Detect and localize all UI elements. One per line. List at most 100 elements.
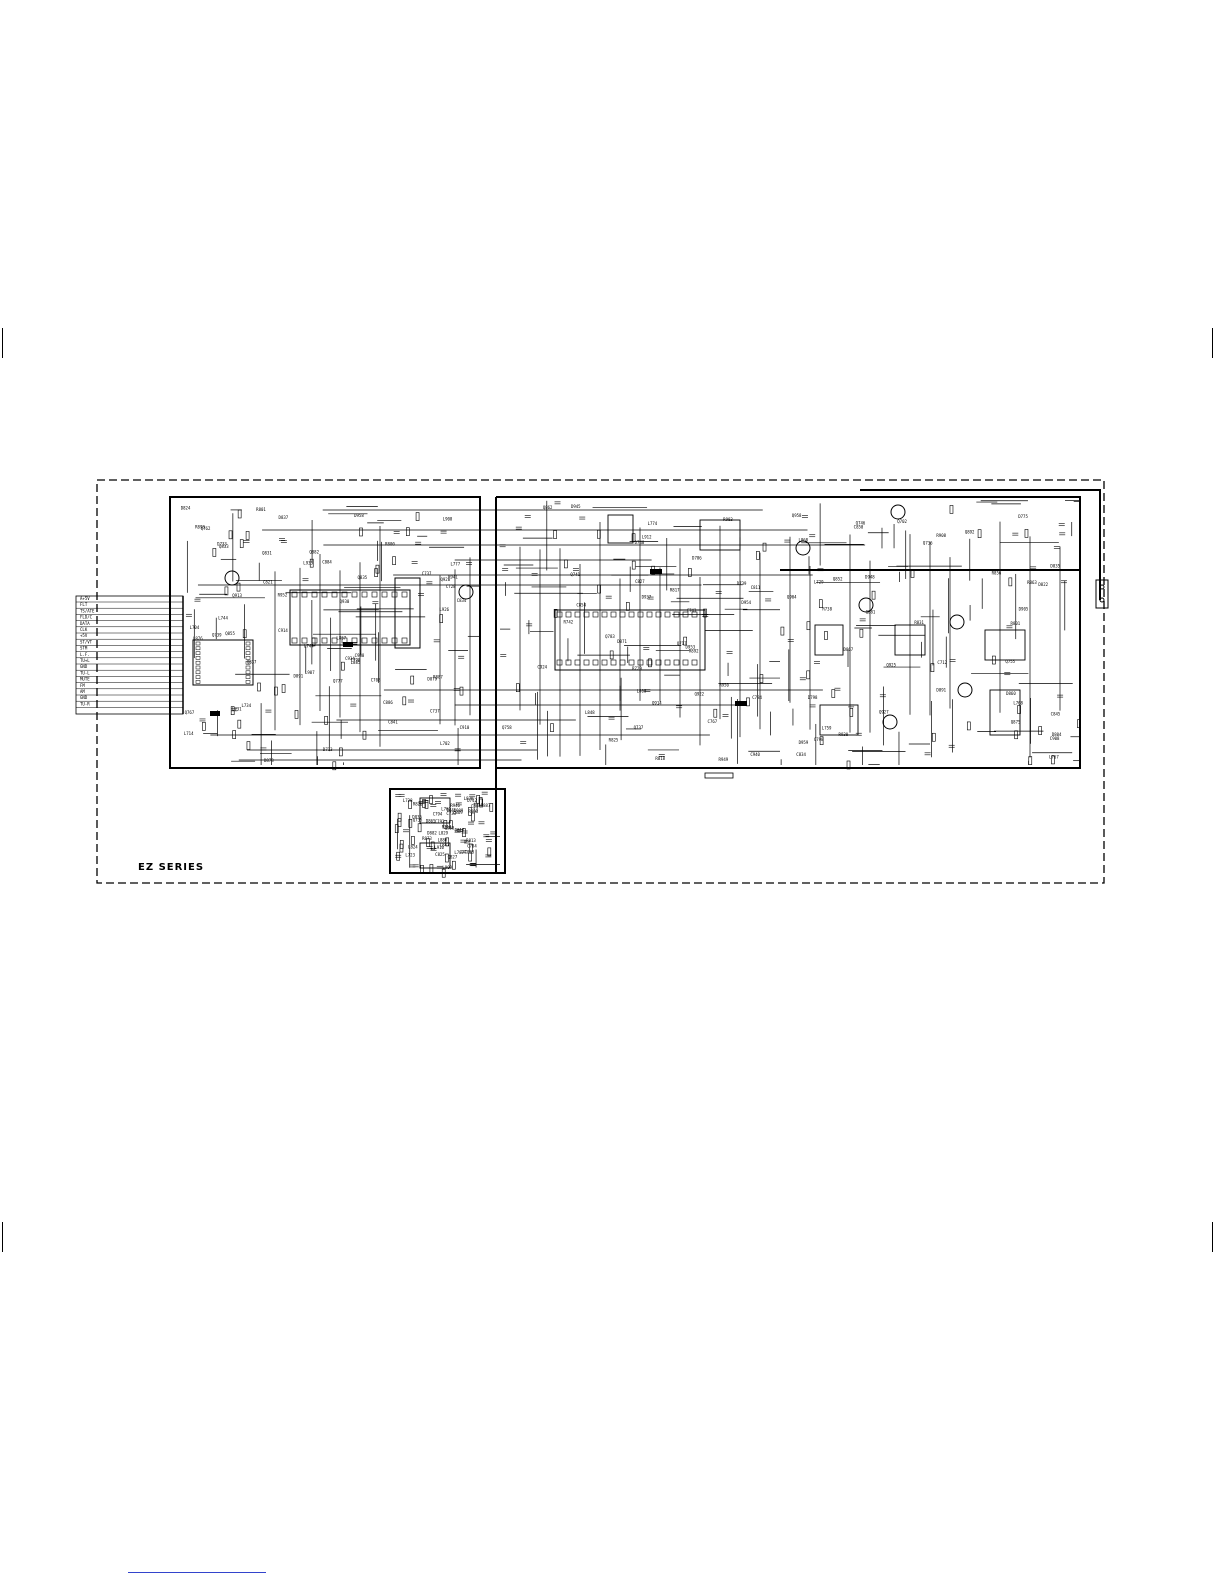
- connector-pin-label: TU-R: [80, 701, 90, 706]
- designator-label: L868: [798, 537, 808, 542]
- designator-label: C811: [751, 585, 761, 590]
- designator-label: L848: [585, 710, 595, 715]
- designator-label: Q881: [866, 610, 876, 615]
- designator-label: C924: [537, 664, 547, 669]
- designator-label: Q882: [309, 549, 319, 554]
- designator-label: C798: [814, 737, 824, 742]
- designator-label: D742: [467, 798, 477, 803]
- designator-label: D953: [686, 644, 696, 649]
- designator-label: C794: [433, 812, 443, 817]
- designator-label: R825: [609, 737, 619, 742]
- connector-pin-label: FLT: [80, 602, 88, 607]
- designator-label: L800: [637, 689, 647, 694]
- designator-label: L824: [408, 844, 418, 849]
- designator-label: L714: [184, 731, 194, 736]
- designator-label: L908: [443, 516, 453, 521]
- designator-label: C908: [1050, 736, 1060, 741]
- designator-label: L910: [434, 845, 444, 850]
- designator-label: C847: [440, 843, 450, 848]
- designator-label: Q758: [502, 725, 512, 730]
- designator-label: Q913: [232, 593, 242, 598]
- connector-pin-label: TU+L: [80, 658, 90, 663]
- connector-pin-label: FM: [80, 683, 85, 688]
- designator-label: L829: [438, 831, 448, 836]
- ic-lc-body: [289, 589, 411, 646]
- designator-label: L731: [232, 706, 242, 711]
- designator-label: L787: [454, 850, 464, 855]
- designator-label: L885: [351, 660, 361, 665]
- designator-label: Q852: [833, 576, 843, 581]
- board-outline: [96, 479, 1105, 884]
- designator-label: L734: [241, 703, 251, 708]
- designator-label: Q846: [447, 808, 457, 813]
- designator-label: D824: [181, 506, 191, 511]
- designator-label: C825: [435, 852, 445, 857]
- designator-label: D775: [1018, 514, 1028, 519]
- designator-label: Q835: [358, 575, 368, 580]
- designator-label: Q831: [262, 550, 272, 555]
- designator-label: R826: [413, 802, 423, 807]
- designator-label: L744: [218, 616, 228, 621]
- designator-label: C792: [435, 819, 445, 824]
- designator-label: L869: [453, 810, 463, 815]
- designator-label: D786: [692, 556, 702, 561]
- designator-label: R856: [992, 570, 1002, 575]
- designator-label: C827: [635, 579, 645, 584]
- designator-label: C804: [471, 803, 481, 808]
- designator-label: D860: [1006, 691, 1016, 696]
- designator-label: Q702: [897, 519, 907, 524]
- series-label: EZ SERIES: [138, 862, 204, 873]
- designator-label: C798: [351, 658, 361, 663]
- designator-label: C883: [465, 849, 475, 854]
- designator-label: C767: [708, 719, 718, 724]
- designator-label: D959: [799, 740, 809, 745]
- designator-label: L729: [814, 580, 824, 585]
- designator-label: C834: [457, 598, 467, 603]
- designator-label: D948: [865, 575, 875, 580]
- designator-label: Q767: [185, 710, 195, 715]
- designator-label: L839: [464, 796, 474, 801]
- designator-label: Q739: [212, 632, 222, 637]
- designator-label: Q783: [605, 634, 615, 639]
- designator-label: D945: [571, 504, 581, 509]
- component-designators: L800R950C733Q882L704C884Q739L848L912Q914…: [181, 504, 1062, 870]
- connector-pin-label: +5V: [80, 633, 88, 638]
- designator-label: C940: [750, 752, 760, 757]
- designator-label: Q777: [333, 678, 343, 683]
- designator-label: C733: [446, 811, 456, 816]
- designator-label: Q736: [923, 540, 933, 545]
- passive-components: [185, 501, 1081, 878]
- designator-label: R898: [195, 525, 205, 530]
- ic-pins: [195, 591, 698, 684]
- designator-label: C737: [430, 709, 440, 714]
- designator-label: R903: [469, 809, 479, 814]
- crop-mark-top-left: [2, 328, 3, 358]
- designator-label: D816: [455, 827, 465, 832]
- designator-label: L702: [440, 741, 450, 746]
- designator-label: D865: [426, 818, 436, 823]
- designator-label: D879: [427, 677, 437, 682]
- designator-label: L867: [336, 635, 346, 640]
- designator-label: R738: [822, 606, 832, 611]
- designator-label: D822: [1038, 582, 1048, 587]
- designator-label: R729: [632, 666, 642, 671]
- designator-label: Q922: [694, 692, 704, 697]
- designator-label: R887: [433, 675, 443, 680]
- designator-label: L704: [190, 625, 200, 630]
- connector-pin-label: GND: [80, 664, 88, 669]
- designator-label: R946: [450, 803, 460, 808]
- connector-pin-label: GND: [80, 695, 88, 700]
- designator-label: D958: [354, 513, 364, 518]
- designator-label: L777: [450, 562, 460, 567]
- designator-label: Q837: [247, 660, 257, 665]
- designator-label: Q862: [543, 505, 553, 510]
- designator-label: R908: [936, 533, 946, 538]
- connector-pin-label: MUTE: [80, 677, 90, 682]
- designator-label: Q746: [856, 521, 866, 526]
- designator-label: Q741: [570, 572, 580, 577]
- designator-label: Q930: [340, 599, 350, 604]
- designator-label: D905: [1019, 606, 1029, 611]
- designator-label: D954: [741, 600, 751, 605]
- designator-label: Q925: [886, 663, 896, 668]
